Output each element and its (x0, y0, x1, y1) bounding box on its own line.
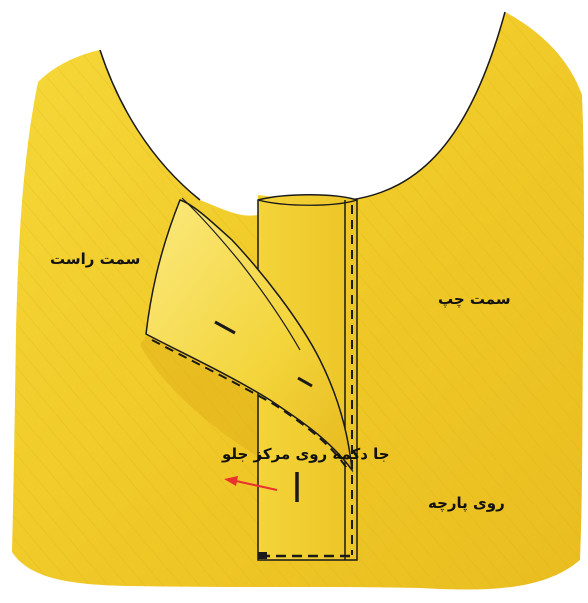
bottom-stitch-end (258, 552, 267, 559)
label-left-side: سمت چپ (438, 290, 511, 308)
label-buttonhole-center-front: جا دکمه روی مرکز جلو (222, 445, 390, 463)
label-fabric-face: روی پارچه (428, 494, 505, 512)
label-right-side: سمت راست (50, 250, 140, 268)
